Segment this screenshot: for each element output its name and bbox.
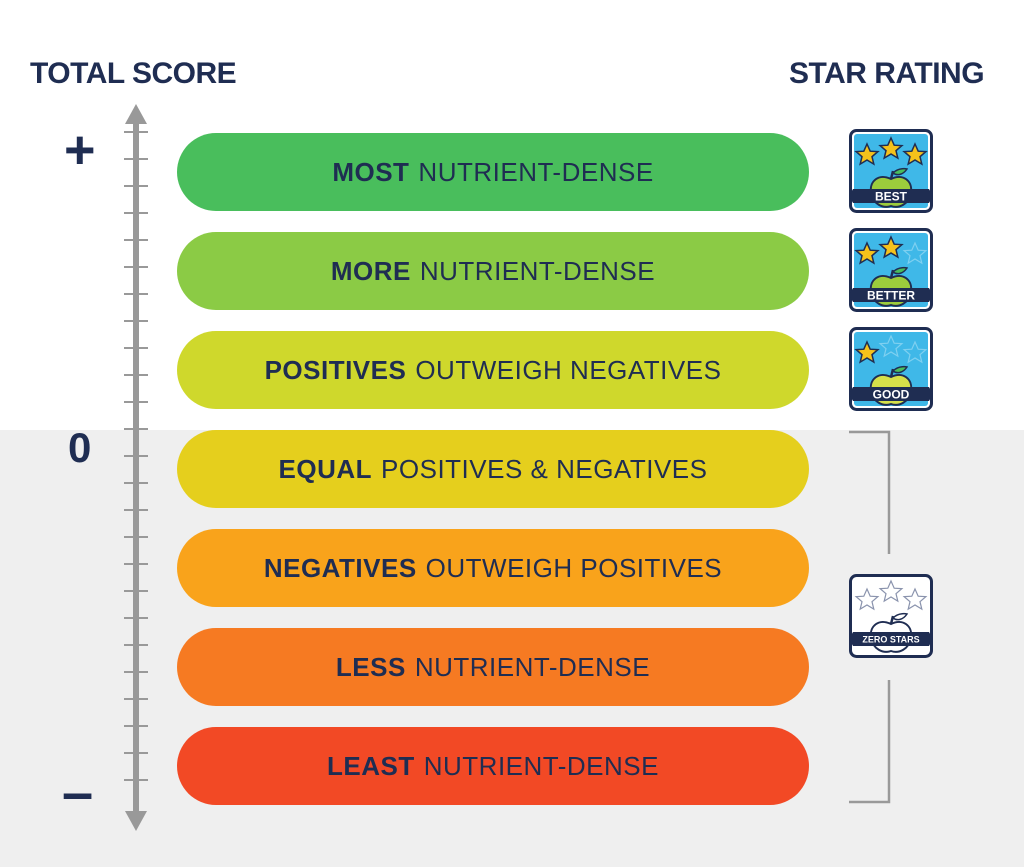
band-rest-text: NUTRIENT-DENSE [418, 156, 654, 187]
band-rest-text: NUTRIENT-DENSE [423, 750, 659, 781]
badge-label: BEST [875, 190, 908, 204]
band-positives-outweigh-negatives: POSITIVES OUTWEIGH NEGATIVES [177, 331, 809, 409]
axis-zero-label: 0 [68, 424, 92, 471]
zero-stars-bracket [849, 430, 891, 804]
band-most-nutrient-dense: MOST NUTRIENT-DENSE [177, 133, 809, 211]
total-score-header: TOTAL SCORE [30, 57, 237, 90]
band-equal-positives-negatives: EQUAL POSITIVES & NEGATIVES [177, 430, 809, 508]
star-icon [854, 579, 928, 611]
badge-label: GOOD [873, 388, 910, 402]
axis-plus-label: + [64, 120, 96, 180]
badge-label: BETTER [867, 289, 915, 303]
star-icon [854, 235, 928, 265]
badge-label: ZERO STARS [862, 635, 919, 645]
band-negatives-outweigh-positives: NEGATIVES OUTWEIGH POSITIVES [177, 529, 809, 607]
band-strong-text: EQUAL [278, 453, 373, 484]
band-strong-text: POSITIVES [264, 354, 407, 385]
axis-minus-label: – [62, 760, 94, 823]
band-rest-text: NUTRIENT-DENSE [419, 255, 656, 286]
band-less-nutrient-dense: LESS NUTRIENT-DENSE [177, 628, 809, 706]
band-rest-text: NUTRIENT-DENSE [414, 651, 651, 682]
zero-stars-badge-icon: ZERO STARS [849, 574, 933, 658]
band-rest-text: OUTWEIGH NEGATIVES [415, 354, 722, 385]
best-badge-icon: BEST [849, 129, 933, 213]
band-strong-text: LESS [335, 651, 406, 682]
axis-ticks [124, 131, 148, 781]
band-strong-text: MOST [332, 156, 410, 187]
star-icon [854, 136, 928, 166]
band-more-nutrient-dense: MORE NUTRIENT-DENSE [177, 232, 809, 310]
score-axis [124, 104, 148, 831]
axis-arrow-down-icon [125, 811, 147, 831]
band-strong-text: MORE [330, 255, 411, 286]
band-least-nutrient-dense: LEAST NUTRIENT-DENSE [177, 727, 809, 805]
axis-arrow-up-icon [125, 104, 147, 124]
star-rating-header: STAR RATING [789, 57, 985, 90]
band-strong-text: NEGATIVES [263, 552, 417, 583]
better-badge-icon: BETTER [849, 228, 933, 312]
band-rest-text: POSITIVES & NEGATIVES [381, 453, 708, 484]
star-icon [854, 334, 928, 364]
band-strong-text: LEAST [327, 750, 415, 781]
band-rest-text: OUTWEIGH POSITIVES [425, 552, 723, 583]
good-badge-icon: GOOD [849, 327, 933, 411]
